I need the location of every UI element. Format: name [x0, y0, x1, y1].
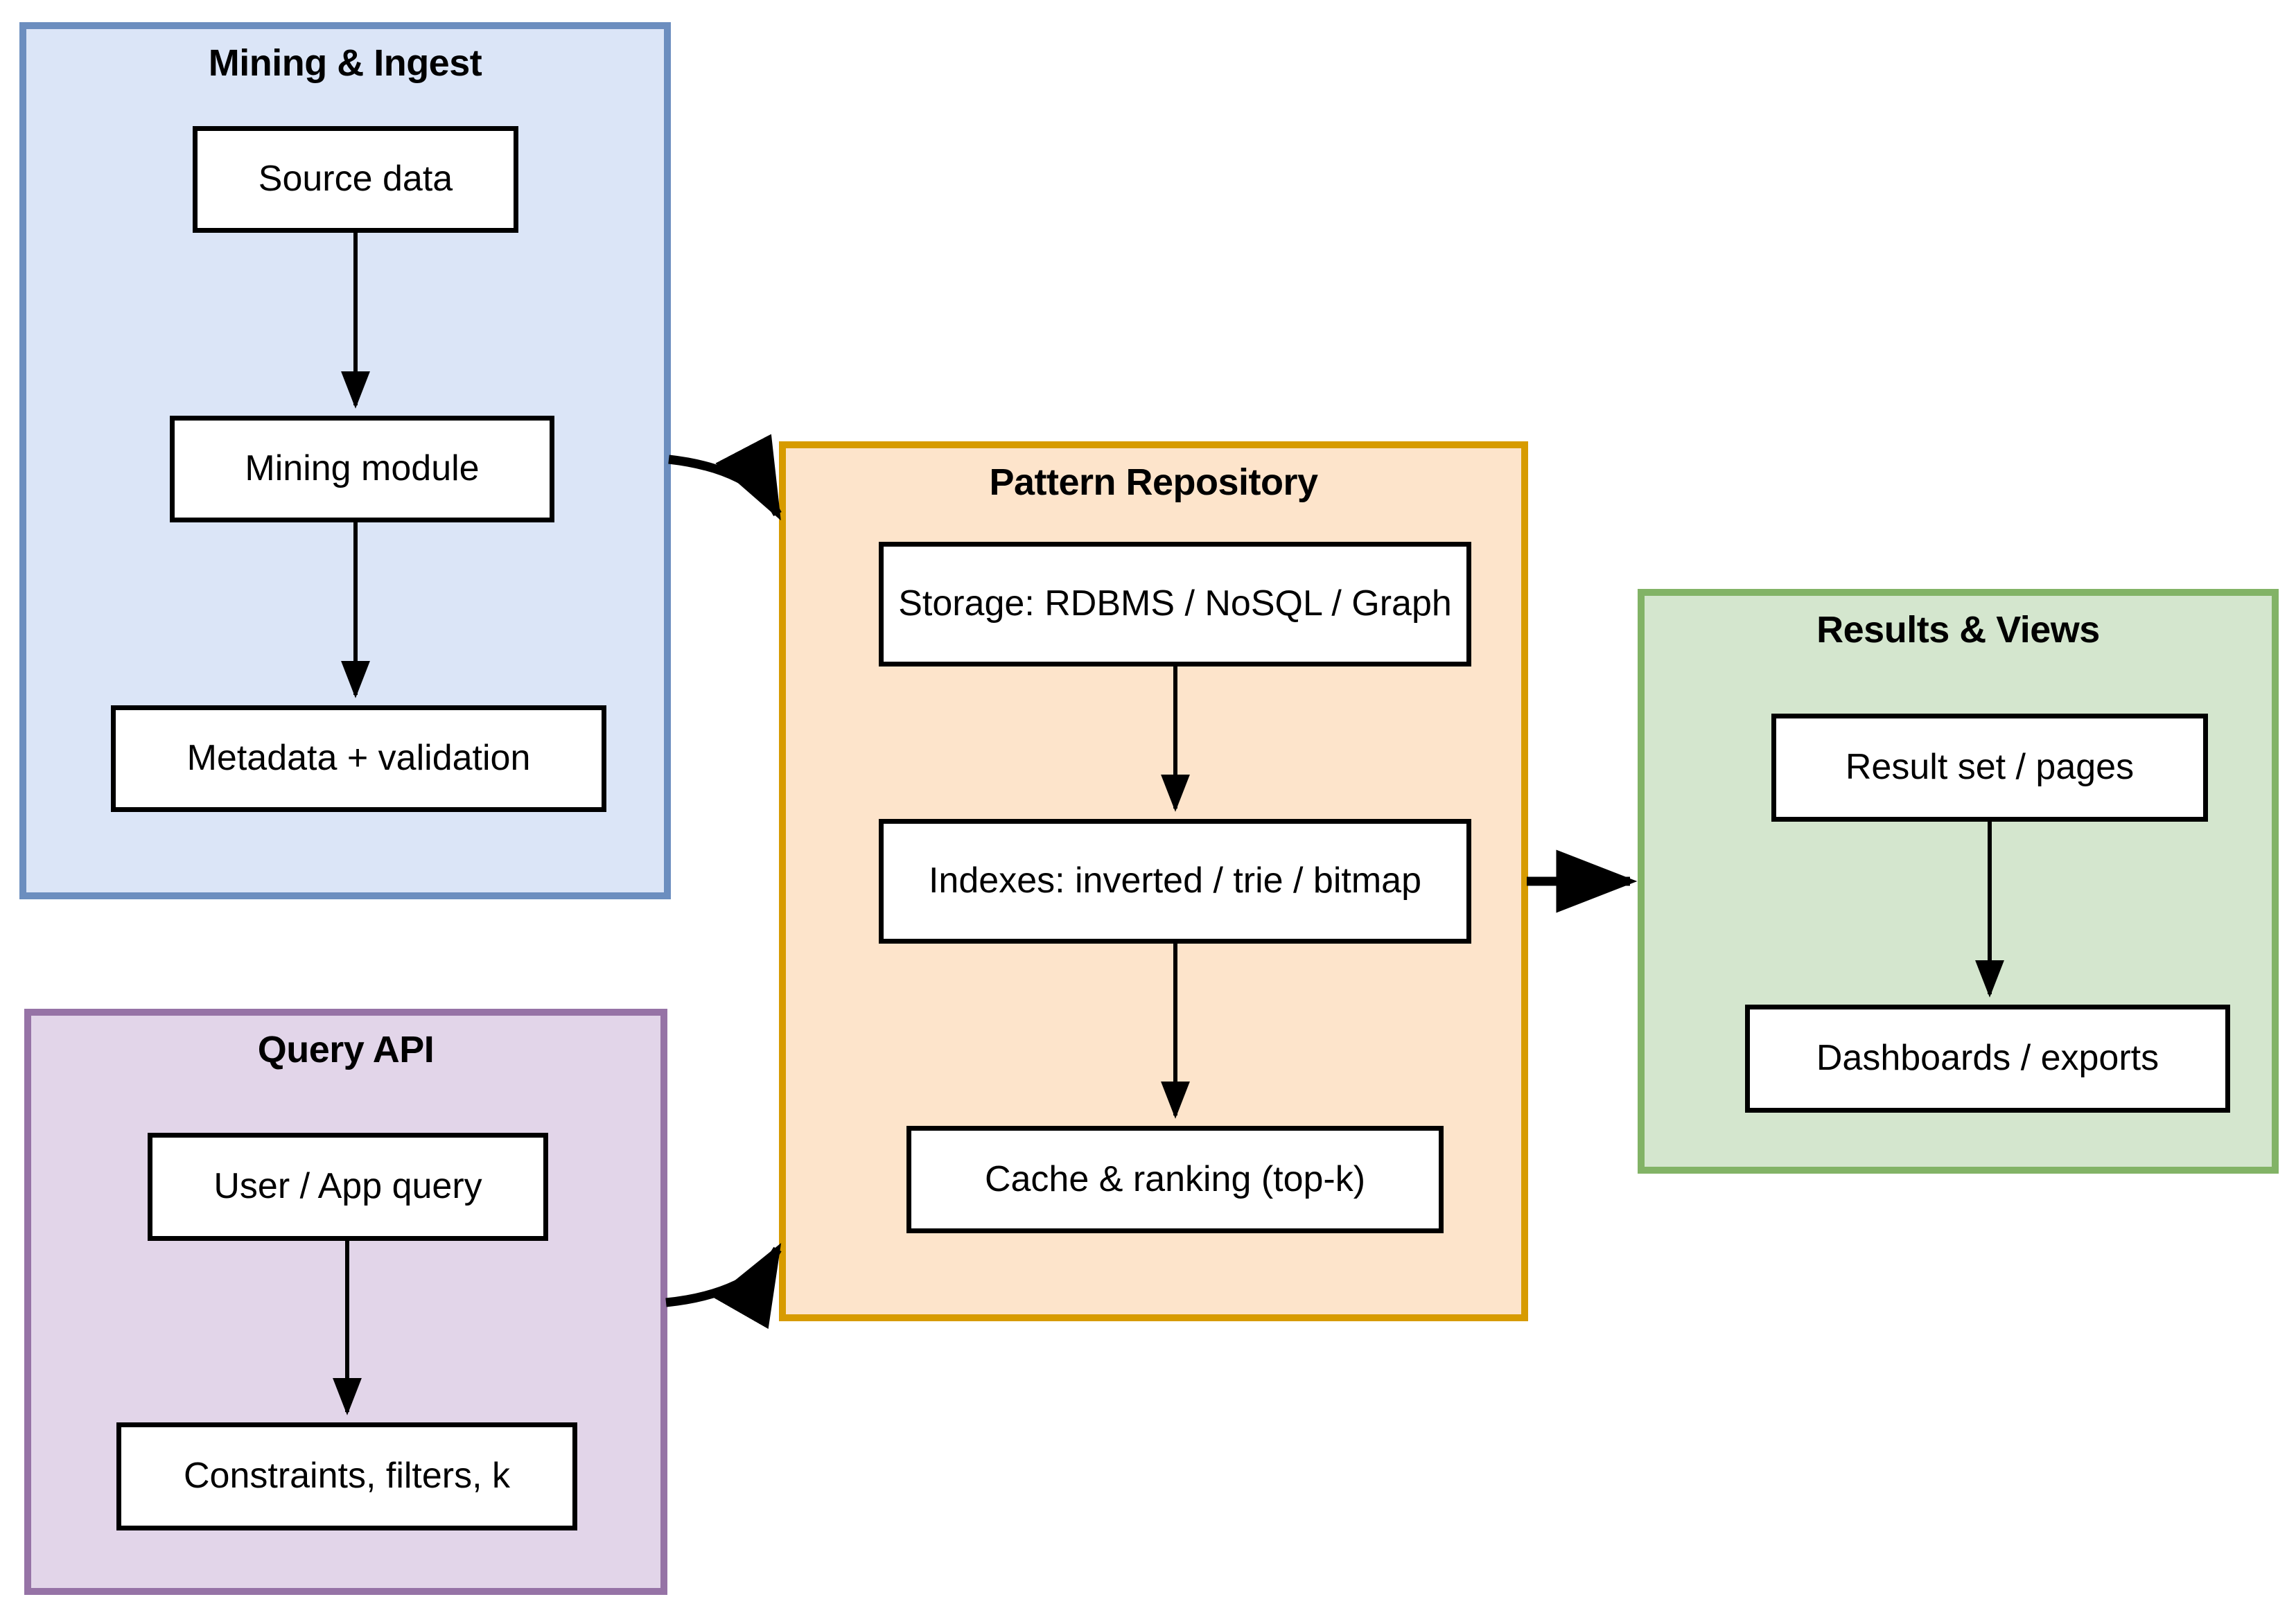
node-user_app_query[interactable]: User / App query [148, 1133, 548, 1241]
node-label-metadata_validation: Metadata + validation [186, 738, 531, 779]
node-label-dashboards_exports: Dashboards / exports [1816, 1038, 2159, 1079]
panel-title-mining_ingest: Mining & Ingest [208, 42, 482, 84]
node-indexes[interactable]: Indexes: inverted / trie / bitmap [879, 819, 1471, 944]
node-label-cache_ranking: Cache & ranking (top-k) [984, 1158, 1366, 1199]
panel-title-query_api: Query API [257, 1029, 435, 1070]
node-label-storage: Storage: RDBMS / NoSQL / Graph [898, 583, 1452, 624]
edge-e_mining_to_repository [668, 434, 782, 521]
node-dashboards_exports[interactable]: Dashboards / exports [1745, 1005, 2230, 1113]
node-mining_module[interactable]: Mining module [170, 416, 554, 522]
node-label-indexes: Indexes: inverted / trie / bitmap [928, 861, 1421, 901]
panel-title-pattern_repository: Pattern Repository [989, 461, 1318, 503]
node-metadata_validation[interactable]: Metadata + validation [111, 705, 606, 812]
node-cache_ranking[interactable]: Cache & ranking (top-k) [906, 1126, 1444, 1233]
edge-e_query_to_repository [665, 1242, 782, 1330]
node-label-constraints_filters_k: Constraints, filters, k [183, 1456, 511, 1497]
panel-title-results_views: Results & Views [1816, 609, 2100, 651]
node-label-mining_module: Mining module [245, 448, 480, 489]
node-result_set_pages[interactable]: Result set / pages [1771, 714, 2208, 822]
node-storage[interactable]: Storage: RDBMS / NoSQL / Graph [879, 542, 1471, 667]
node-label-result_set_pages: Result set / pages [1845, 747, 2135, 788]
node-constraints_filters_k[interactable]: Constraints, filters, k [116, 1422, 577, 1530]
node-source_data[interactable]: Source data [193, 126, 518, 233]
node-label-source_data: Source data [258, 159, 453, 200]
node-label-user_app_query: User / App query [213, 1166, 482, 1207]
